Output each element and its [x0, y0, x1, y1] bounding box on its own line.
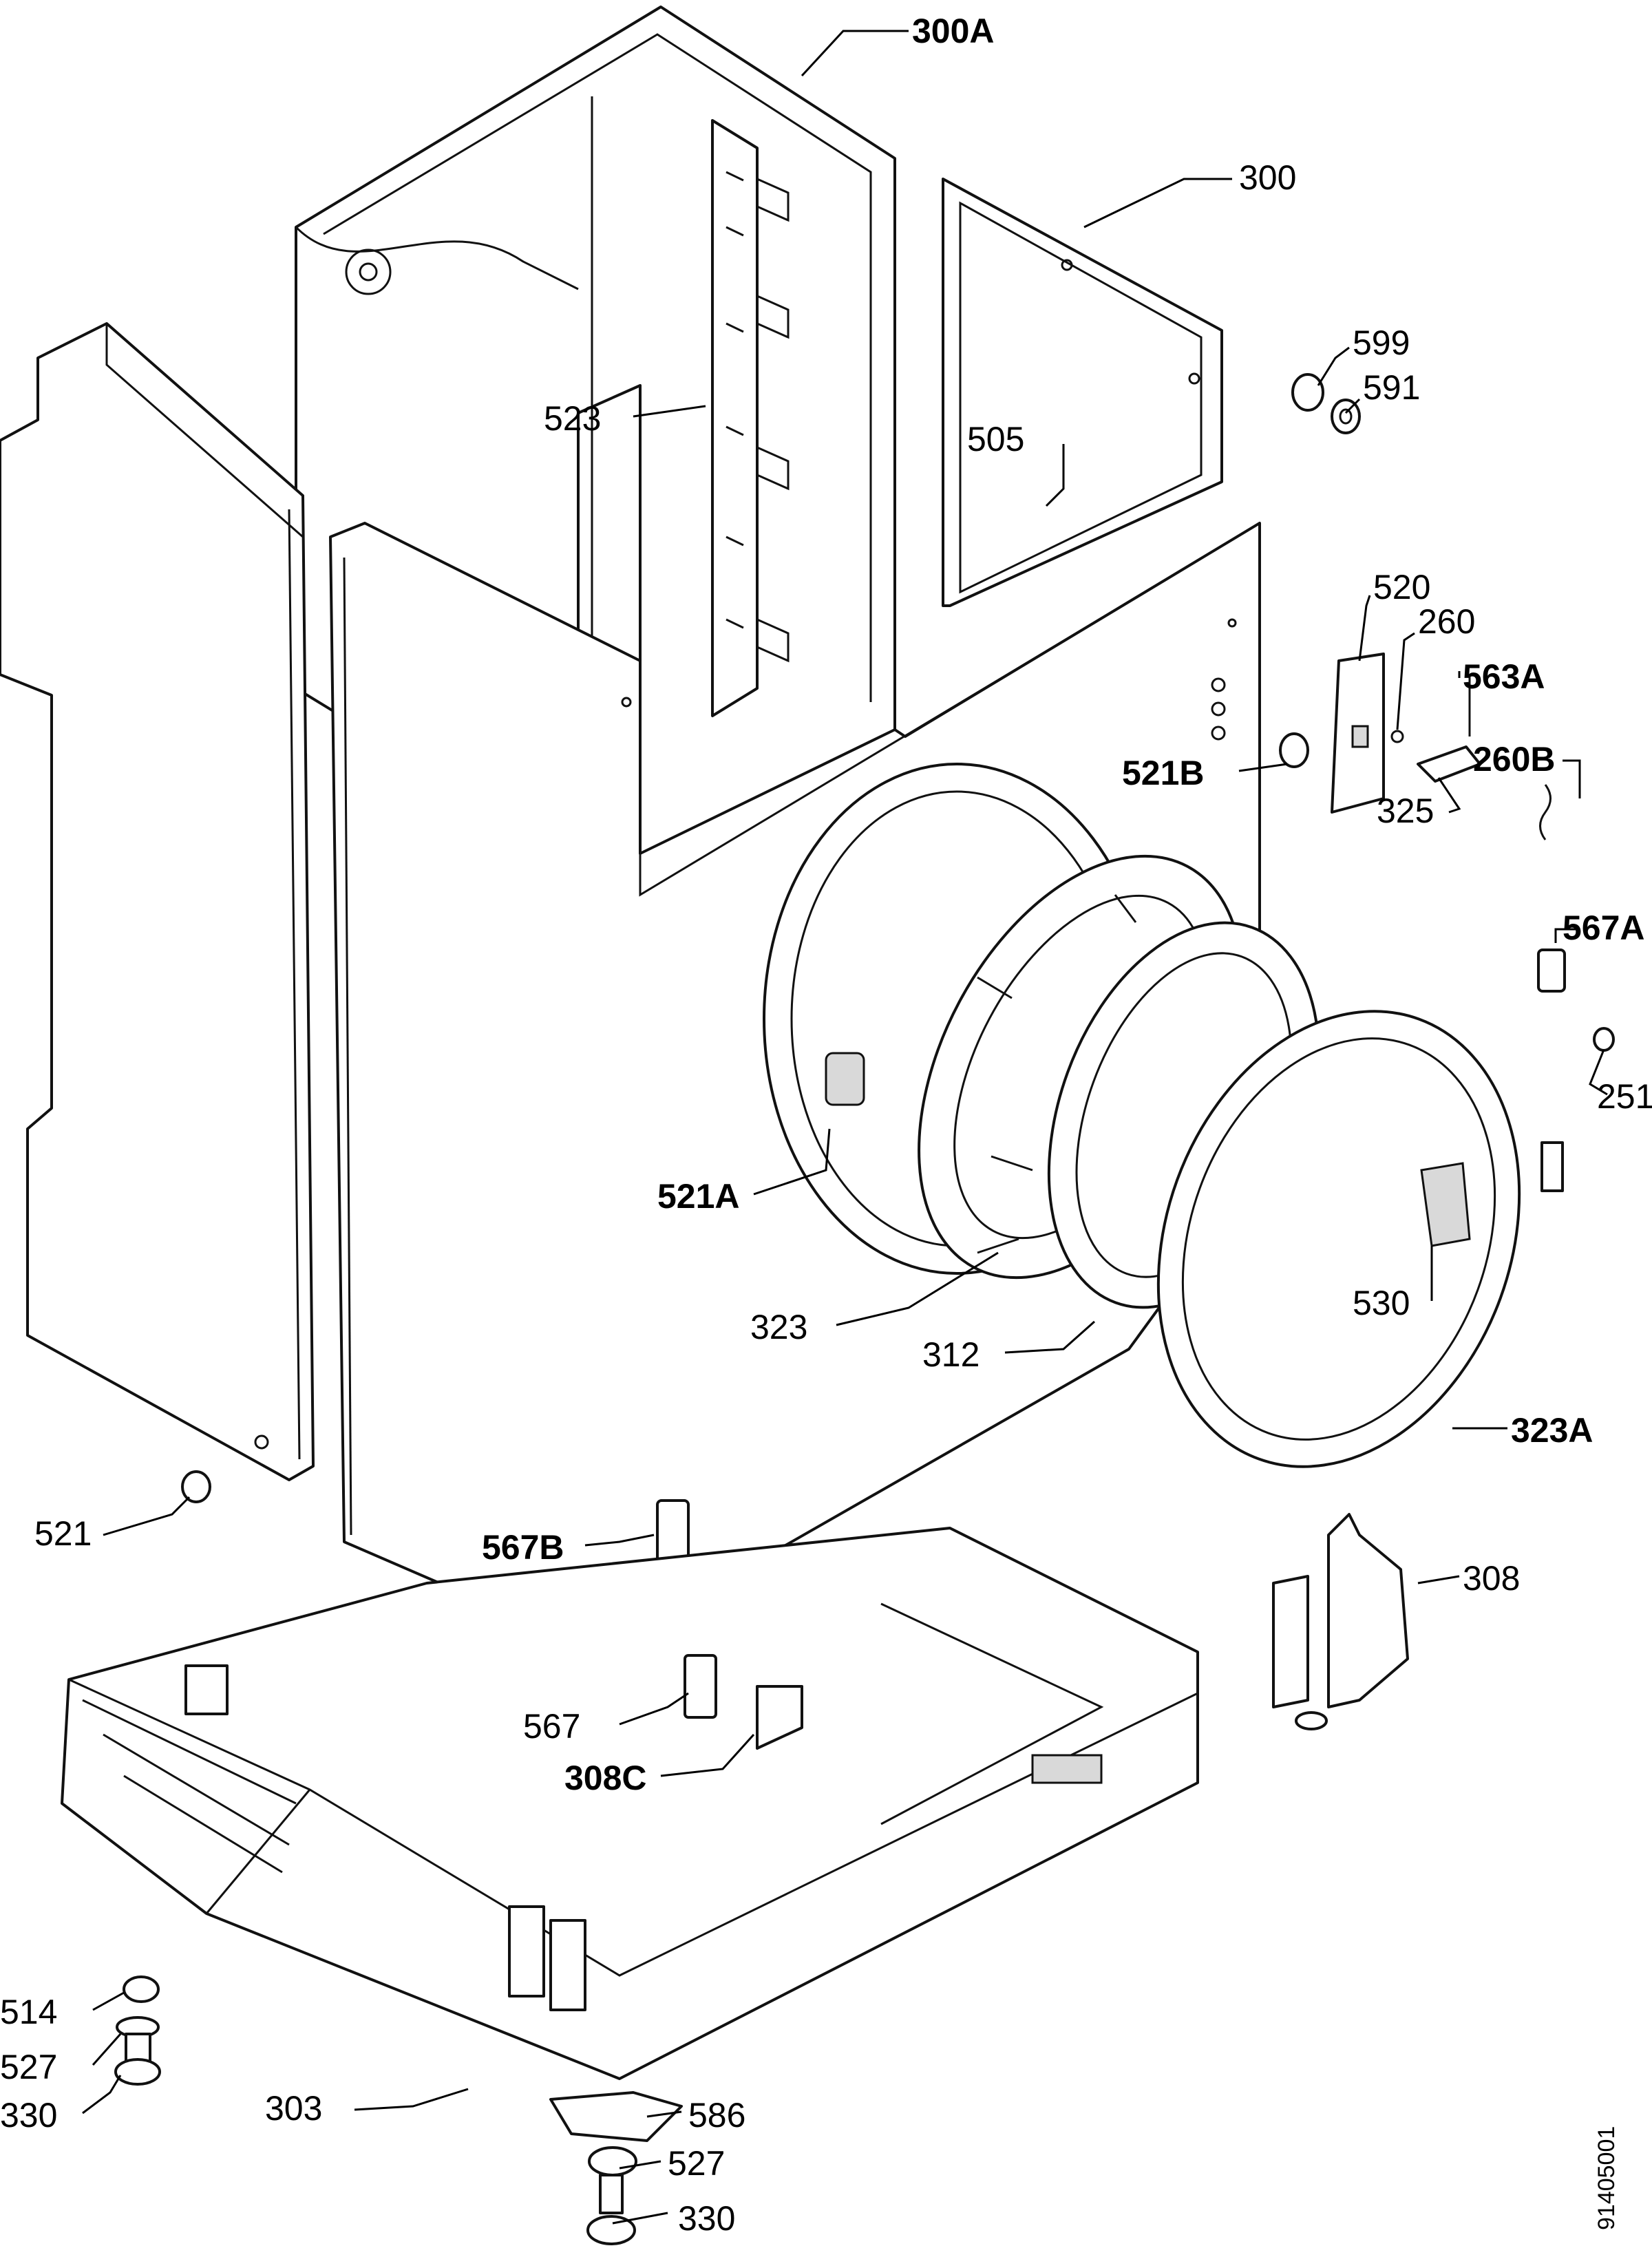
callout-labels: 300A 300 599 591 523 505 520 260 563A 52…	[0, 12, 1652, 2238]
callout-251: 251	[1597, 1077, 1652, 1116]
base-frame	[61, 1527, 1199, 2080]
callout-323A: 323A	[1511, 1411, 1593, 1450]
callout-521: 521	[34, 1514, 92, 1553]
door-hinge	[1272, 1513, 1409, 1730]
door-lock-assembly	[1331, 653, 1552, 840]
callout-312: 312	[922, 1335, 979, 1374]
callout-520: 520	[1373, 568, 1430, 606]
callout-527-left: 527	[0, 2048, 57, 2086]
callout-330-left: 330	[0, 2096, 57, 2134]
document-number: 91405001	[1593, 2126, 1620, 2230]
callout-530: 530	[1353, 1284, 1410, 1322]
callout-505: 505	[967, 420, 1024, 458]
callout-308: 308	[1463, 1559, 1520, 1598]
callout-308C: 308C	[564, 1759, 647, 1797]
foot-right	[549, 2091, 683, 2245]
callout-325: 325	[1377, 792, 1434, 830]
callout-260B: 260B	[1473, 740, 1556, 778]
callout-563A: 563A	[1463, 657, 1545, 696]
small-fasteners	[181, 373, 1615, 1503]
callout-586: 586	[688, 2096, 745, 2134]
callout-591: 591	[1363, 368, 1420, 407]
left-side-panel	[0, 322, 315, 1481]
callout-599: 599	[1353, 324, 1410, 362]
foot-left	[114, 1975, 161, 2086]
callout-527-right: 527	[668, 2144, 725, 2183]
inner-guide-rail	[711, 119, 790, 717]
door-outer-ring	[1156, 1010, 1564, 1468]
callout-330-right: 330	[678, 2199, 735, 2238]
callout-300A: 300A	[912, 12, 995, 50]
callout-303: 303	[265, 2089, 322, 2128]
callout-567: 567	[523, 1707, 580, 1746]
callout-521B: 521B	[1122, 754, 1205, 792]
callout-323: 323	[750, 1308, 807, 1346]
callout-260: 260	[1418, 602, 1475, 641]
callout-300: 300	[1239, 158, 1296, 197]
leader-lines	[82, 30, 1608, 2225]
callout-521A: 521A	[657, 1177, 740, 1216]
cabinet-side-frame	[942, 178, 1223, 607]
callout-523: 523	[544, 399, 601, 438]
callout-567A: 567A	[1563, 909, 1645, 947]
callout-567B: 567B	[482, 1528, 564, 1567]
callout-514: 514	[0, 1993, 57, 2031]
base-clips	[684, 1654, 803, 1750]
